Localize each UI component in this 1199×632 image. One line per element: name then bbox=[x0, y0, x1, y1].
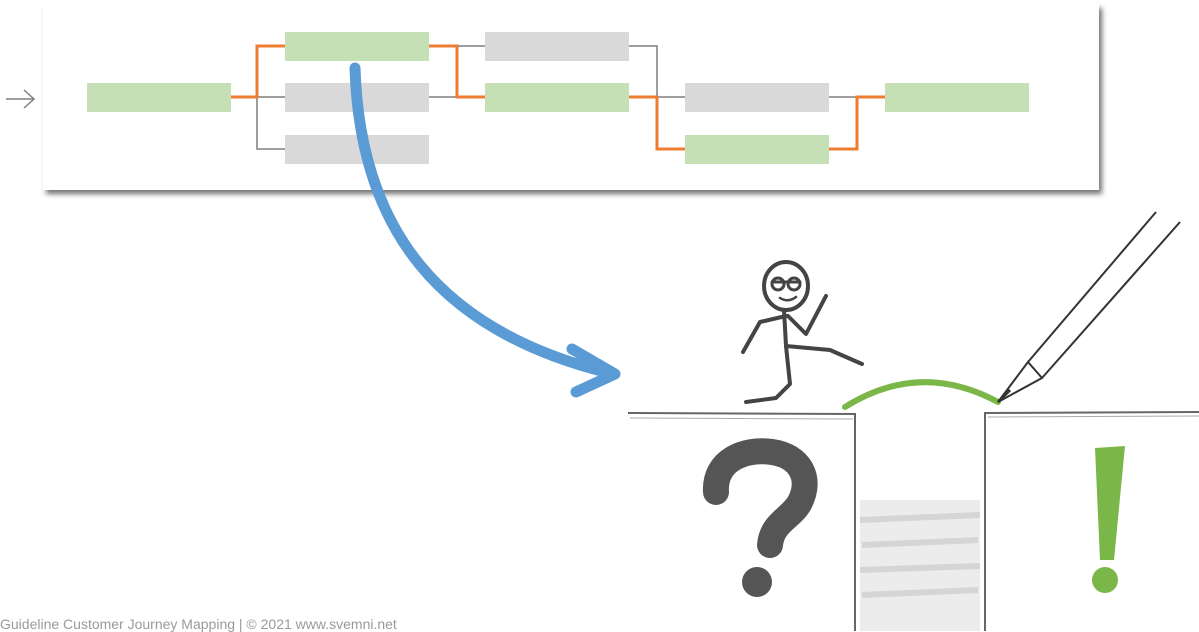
active-path bbox=[230, 44, 885, 151]
transition-arrowhead bbox=[566, 343, 621, 398]
exclamation-mark-icon bbox=[1092, 446, 1125, 593]
active-path-segment-4 bbox=[829, 95, 885, 151]
right-ground bbox=[984, 411, 1199, 631]
entry-arrow-icon bbox=[6, 89, 36, 109]
flow-node-step4-top bbox=[685, 83, 829, 112]
node-layer bbox=[87, 32, 1029, 164]
flow-node-start bbox=[87, 83, 231, 112]
pencil-icon bbox=[996, 211, 1181, 404]
active-path-segment-1 bbox=[230, 44, 285, 99]
gap-illustration bbox=[627, 379, 1199, 631]
footer-copyright: Guideline Customer Journey Mapping | © 2… bbox=[0, 616, 397, 632]
flow-node-step3-mid bbox=[485, 83, 629, 112]
active-path-segment-3 bbox=[629, 95, 685, 151]
active-path-segment-2 bbox=[429, 44, 485, 99]
flow-node-step4-bottom bbox=[685, 135, 829, 164]
flow-node-step2-bottom bbox=[285, 135, 429, 164]
flow-node-step3-top bbox=[485, 32, 629, 61]
connector-step3-top-down bbox=[629, 45, 658, 97]
connector-start-to-step2-bottom bbox=[230, 96, 285, 150]
question-mark-icon bbox=[703, 438, 818, 597]
transition-arrow bbox=[349, 62, 611, 378]
left-ground bbox=[627, 412, 856, 631]
stick-figure-running bbox=[741, 260, 864, 404]
flow-node-step2-top bbox=[285, 32, 429, 61]
flow-node-end bbox=[885, 83, 1029, 112]
gap-bridge bbox=[842, 379, 1001, 410]
